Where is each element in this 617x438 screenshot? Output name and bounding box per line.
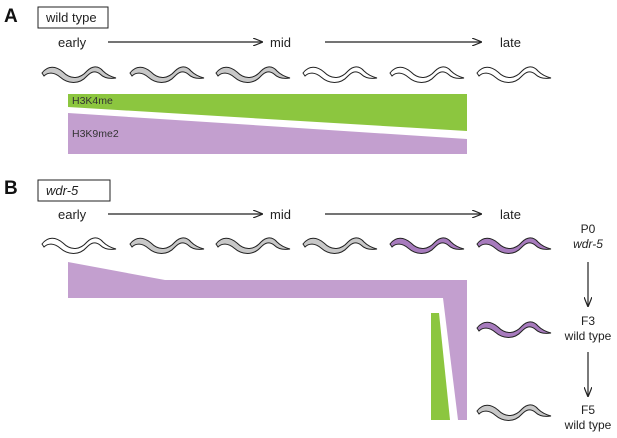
gen-f3-genotype: wild type	[564, 329, 612, 343]
panel-a-genotype-box	[37, 6, 109, 29]
panel-a-letter: A	[4, 6, 18, 27]
worm-icon	[476, 404, 552, 421]
worm-icon	[389, 66, 465, 83]
worm-icon	[41, 237, 117, 254]
gen-p0-label: P0	[581, 222, 596, 236]
gen-f5-genotype: wild type	[564, 418, 612, 432]
h3k4me-bar	[68, 94, 467, 131]
panel-a-worm-row	[41, 66, 552, 83]
worm-icon	[215, 237, 291, 254]
panel-a-genotype: wild type	[45, 10, 97, 25]
worm-icon	[215, 66, 291, 83]
panel-b-genotype-box	[37, 179, 111, 202]
f3-worm	[476, 321, 552, 338]
h3k4me-label: H3K4me	[72, 95, 113, 107]
worm-icon	[476, 321, 552, 338]
gen-f3-label: F3	[581, 314, 595, 328]
worm-icon	[129, 237, 205, 254]
panel-b-worm-row	[41, 237, 552, 254]
worm-icon	[389, 237, 465, 254]
h3k9me2-transgenerational-band	[68, 262, 467, 420]
panel-b-letter: B	[4, 178, 18, 199]
panel-b-stage-mid: mid	[270, 207, 291, 222]
panel-a-stage-late: late	[500, 35, 521, 50]
h3k4me-recovery-wedge	[431, 313, 450, 420]
panel-a-stage-early: early	[58, 35, 87, 50]
f5-worm	[476, 404, 552, 421]
gen-f5-label: F5	[581, 403, 595, 417]
panel-b-genotype: wdr-5	[46, 183, 79, 198]
worm-icon	[476, 237, 552, 254]
worm-icon	[476, 66, 552, 83]
panel-b-stage-late: late	[500, 207, 521, 222]
h3k9me2-label: H3K9me2	[72, 128, 119, 140]
worm-icon	[41, 66, 117, 83]
panel-b-stage-early: early	[58, 207, 87, 222]
worm-icon	[302, 66, 378, 83]
worm-icon	[302, 237, 378, 254]
gen-p0-genotype: wdr-5	[573, 237, 603, 251]
worm-icon	[129, 66, 205, 83]
panel-a-stage-mid: mid	[270, 35, 291, 50]
h3k9me2-bar	[68, 113, 467, 154]
